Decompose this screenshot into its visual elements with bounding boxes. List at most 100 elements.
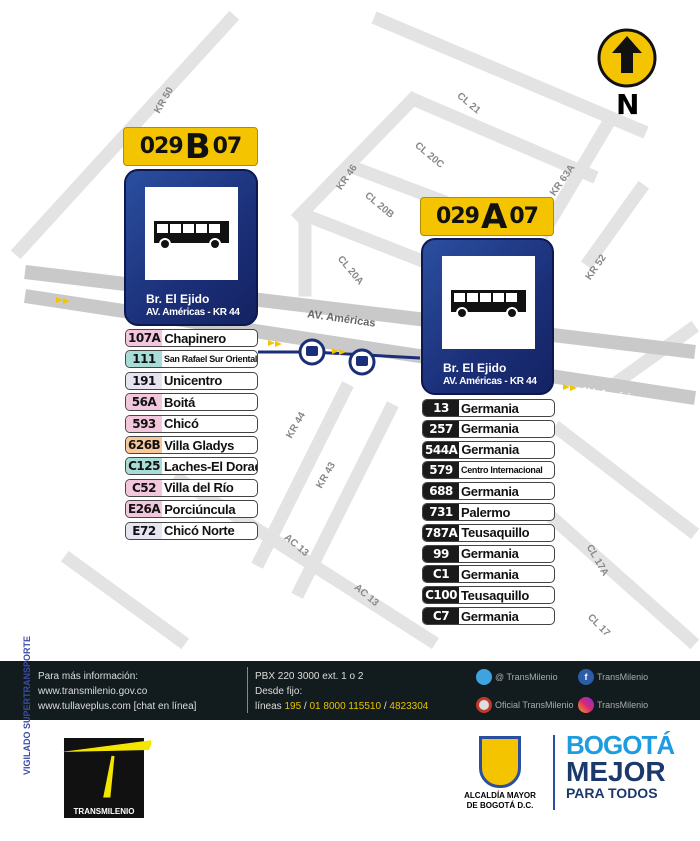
- route-destination: Unicentro: [164, 373, 222, 389]
- route-code: 191: [126, 372, 162, 389]
- route-code: C100: [423, 587, 459, 604]
- route-destination: Chicó: [164, 416, 199, 432]
- youtube-handle[interactable]: Oficial TransMilenio: [495, 699, 574, 710]
- route-code: 13: [423, 400, 459, 416]
- phone-number: 4823304: [389, 701, 429, 712]
- twitter-handle[interactable]: @ TransMilenio: [495, 671, 558, 682]
- route-code: 787A: [423, 524, 460, 541]
- route-code: 107A: [126, 330, 163, 346]
- route-destination: Boitá: [164, 394, 196, 410]
- stop-code-letter: A: [480, 196, 508, 237]
- route-code: 544A: [423, 441, 460, 458]
- alcaldia-shield-icon: [479, 736, 521, 788]
- route-code: 593: [126, 415, 162, 432]
- route-destination: Germania: [461, 566, 519, 582]
- route-destination: Germania: [461, 608, 519, 624]
- stop-code-prefix: 029: [436, 204, 480, 229]
- instagram-icon[interactable]: [578, 697, 594, 713]
- phone-number: 01 8000 115510: [309, 701, 382, 712]
- route-destination: Germania: [461, 546, 519, 562]
- website-link[interactable]: www.tullaveplus.com [chat en línea]: [38, 701, 197, 712]
- divider: [247, 667, 248, 713]
- route-destination: Porciúncula: [164, 501, 236, 517]
- desde-fijo: Desde fijo:: [255, 686, 303, 697]
- route-code: E26A: [126, 501, 163, 518]
- youtube-icon[interactable]: [476, 697, 492, 713]
- route-destination: Germania: [461, 483, 519, 499]
- bus-icon: [442, 256, 535, 349]
- route-code: 257: [423, 420, 459, 437]
- route-code: C7: [423, 608, 459, 624]
- info-title: Para más información:: [38, 671, 139, 682]
- route-destination: Villa del Río: [164, 480, 234, 496]
- vigilado-logo: VIGILADO SUPERTRANSPORTE: [22, 635, 32, 775]
- route-destination: Chapinero: [164, 330, 226, 346]
- route-destination: Teusaquillo: [461, 587, 529, 603]
- stop-address: AV. Américas - KR 44: [443, 376, 537, 387]
- bus-icon: [145, 187, 238, 280]
- route-destination: Chicó Norte: [164, 523, 235, 539]
- stop-code-suffix: 07: [212, 134, 243, 159]
- transmilenio-logo: TRANSMILENIO: [61, 738, 151, 818]
- route-destination: Centro Internacional: [461, 465, 543, 476]
- stop-name: Br. El Ejido: [443, 361, 507, 375]
- divider: [553, 735, 555, 810]
- instagram-handle[interactable]: TransMilenio: [597, 699, 649, 710]
- route-code: C125: [126, 458, 162, 475]
- route-code: 579: [423, 462, 459, 479]
- pbx-phone: PBX 220 3000 ext. 1 o 2: [255, 671, 364, 682]
- stop-card: Br. El Ejido AV. Américas - KR 44: [421, 238, 554, 395]
- route-code: 99: [423, 545, 459, 562]
- route-code: 56A: [126, 394, 162, 411]
- stop-code-prefix: 029: [139, 134, 184, 159]
- twitter-icon[interactable]: [476, 669, 492, 685]
- route-code: 626B: [126, 437, 163, 453]
- stop-address: AV. Américas - KR 44: [146, 307, 240, 318]
- lineas-label: líneas: [255, 701, 282, 712]
- bus-stop-icon: [348, 348, 376, 376]
- stop-code-letter: B: [184, 126, 211, 167]
- bogota-mejor-logo: BOGOTÁ MEJOR PARA TODOS: [566, 730, 675, 801]
- route-code: 731: [423, 504, 459, 520]
- facebook-icon[interactable]: f: [578, 669, 594, 685]
- route-code: E72: [126, 522, 162, 539]
- route-code: C1: [423, 566, 459, 583]
- phone-number: 195: [284, 701, 302, 712]
- route-destination: Teusaquillo: [461, 525, 530, 541]
- route-code: 688: [423, 483, 459, 500]
- route-destination: Palermo: [461, 504, 511, 520]
- website-link[interactable]: www.transmilenio.gov.co: [38, 686, 148, 697]
- direction-arrows-icon: [56, 297, 577, 391]
- route-code: 111: [126, 351, 162, 368]
- route-destination: Laches-El Dorado: [164, 458, 257, 474]
- facebook-handle[interactable]: TransMilenio: [597, 671, 649, 682]
- route-destination: Germania: [461, 421, 519, 437]
- stop-code-suffix: 07: [509, 204, 539, 229]
- bus-stop-icon: [298, 338, 326, 366]
- route-destination: Villa Gladys: [164, 437, 235, 453]
- route-code: C52: [126, 479, 162, 496]
- stop-name: Br. El Ejido: [146, 292, 210, 306]
